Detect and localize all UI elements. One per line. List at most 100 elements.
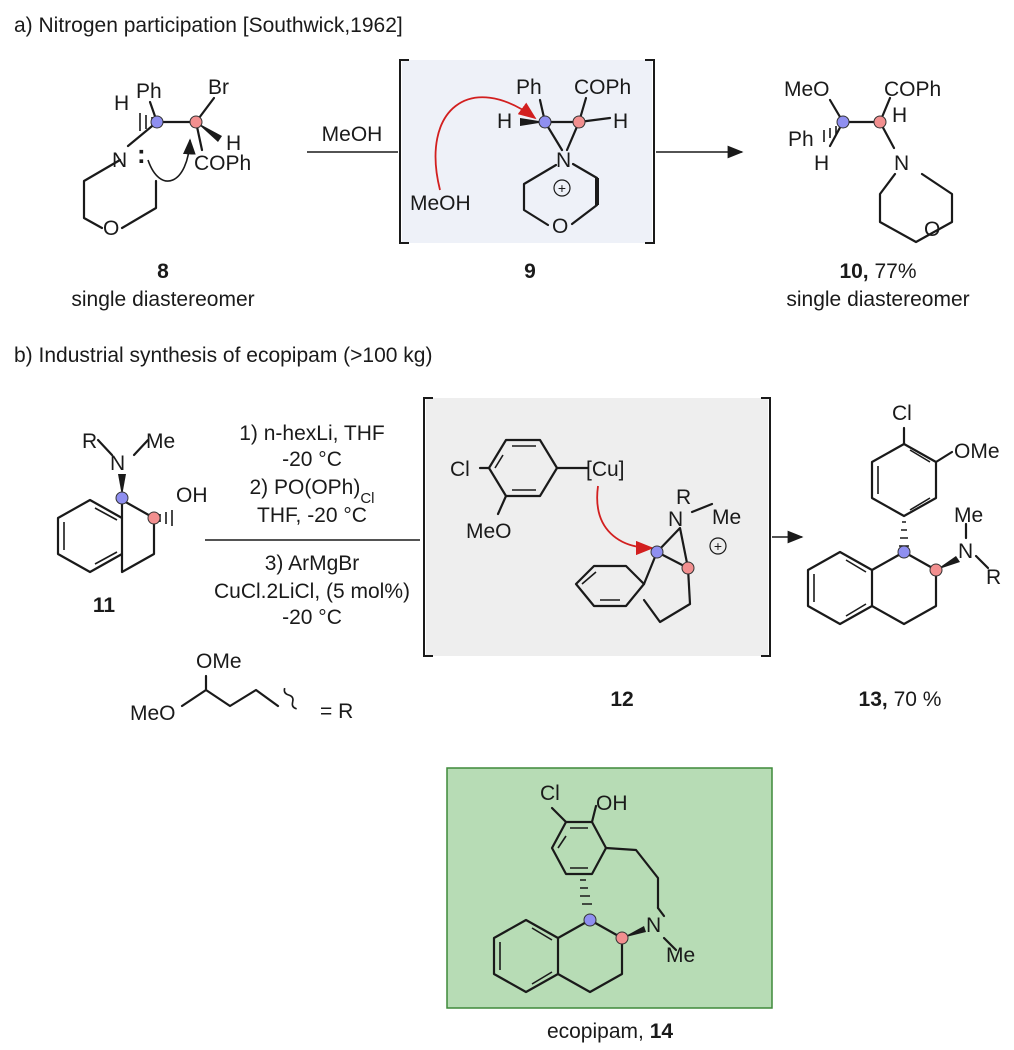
- condition-7: -20 °C: [282, 606, 342, 629]
- bracket-left: [399, 59, 409, 244]
- condition-2: -20 °C: [282, 448, 342, 471]
- compound-9: N Ph H COPh H O + MeOH: [410, 76, 631, 238]
- atom-Cl: Cl: [892, 402, 912, 425]
- atom-H: H: [814, 152, 829, 175]
- atom-O: O: [552, 215, 568, 238]
- atom-N: N: [668, 508, 683, 531]
- condition-3-subscript: Cl: [360, 490, 374, 507]
- compound-14: Cl OH N Me: [492, 782, 695, 994]
- atom-H: H: [114, 92, 129, 115]
- plus-sign: +: [558, 180, 566, 196]
- atom-COPh: COPh: [884, 78, 941, 101]
- nucleophile-meoh: MeOH: [410, 192, 471, 215]
- condition-3: 2) PO(OPh)Cl: [249, 476, 374, 507]
- stereocenter-red: [929, 563, 943, 577]
- compound-8: N O : Ph H Br H COPh: [82, 76, 251, 240]
- compound-9-number: 9: [524, 260, 536, 283]
- atom-Ph: Ph: [516, 76, 542, 99]
- stereocenter-red: [873, 115, 887, 129]
- atom-OH: OH: [176, 484, 208, 507]
- compound-13-number: 13,: [859, 688, 888, 711]
- atom-COPh: COPh: [194, 152, 251, 175]
- ecopipam-name: ecopipam,: [547, 1020, 650, 1043]
- atom-N: N: [112, 149, 127, 172]
- ecopipam-label: ecopipam, 14: [547, 1020, 673, 1043]
- atom-N: N: [958, 540, 973, 563]
- section-b-title: b) Industrial synthesis of ecopipam (>10…: [14, 344, 432, 367]
- atom-Me: Me: [146, 430, 175, 453]
- r-equals: = R: [320, 700, 353, 723]
- section-a-title: a) Nitrogen participation [Southwick,196…: [14, 14, 403, 37]
- compound-11: N R Me OH: [56, 430, 208, 574]
- positive-charge: [553, 179, 571, 197]
- atom-H: H: [613, 110, 628, 133]
- condition-3a: 2) PO(OPh): [249, 476, 360, 499]
- condition-1: 1) n-hexLi, THF: [239, 422, 385, 445]
- compound-10-yield: 77%: [869, 260, 917, 283]
- compound-10-caption: single diastereomer: [786, 288, 969, 311]
- compound-10-label: 10, 77%: [839, 260, 916, 283]
- atom-Cl: Cl: [540, 782, 560, 805]
- bracket-left: [423, 397, 433, 657]
- atom-COPh: COPh: [574, 76, 631, 99]
- atom-MeO: MeO: [130, 702, 176, 725]
- reagent-meoh: MeOH: [322, 123, 383, 146]
- atom-MeO: MeO: [784, 78, 830, 101]
- atom-OH: OH: [596, 792, 628, 815]
- stereocenter-blue: [538, 115, 552, 129]
- atom-Cu: [Cu]: [586, 458, 625, 481]
- atom-Me: Me: [954, 504, 983, 527]
- compound-8-number: 8: [157, 260, 169, 283]
- bracket-right: [761, 397, 771, 657]
- atom-N: N: [646, 914, 661, 937]
- stereocenter-red: [572, 115, 586, 129]
- atom-Me: Me: [712, 506, 741, 529]
- atom-N: N: [556, 149, 571, 172]
- atom-Cl: Cl: [450, 458, 470, 481]
- compound-13: Cl OMe N Me R: [806, 402, 1001, 626]
- stereocenter-red: [147, 511, 161, 525]
- atom-N: N: [110, 452, 125, 475]
- condition-6: CuCl.2LiCl, (5 mol%): [214, 580, 410, 603]
- stereocenter-blue: [836, 115, 850, 129]
- stereocenter-red: [615, 931, 629, 945]
- atom-O: O: [103, 217, 119, 240]
- r-group-definition: OMe MeO = R: [130, 650, 353, 725]
- stereocenter-red: [189, 115, 203, 129]
- compound-12-number: 12: [610, 688, 633, 711]
- compound-12: Cl MeO [Cu] N R Me +: [450, 438, 741, 624]
- reaction-conditions: 1) n-hexLi, THF -20 °C 2) PO(OPh)Cl THF,…: [214, 422, 410, 629]
- atom-N: N: [894, 152, 909, 175]
- atom-Br: Br: [208, 76, 229, 99]
- atom-H: H: [497, 110, 512, 133]
- compound-13-label: 13, 70 %: [859, 688, 942, 711]
- atom-OMe: OMe: [954, 440, 1000, 463]
- ecopipam-box: [446, 767, 773, 1009]
- stereocenter-blue: [115, 491, 129, 505]
- compound-10-number: 10,: [839, 260, 868, 283]
- compound-8-caption: single diastereomer: [71, 288, 254, 311]
- intermediate-12-box: [426, 398, 768, 656]
- compound-11-number: 11: [93, 594, 116, 617]
- atom-MeO: MeO: [466, 520, 512, 543]
- condition-4: THF, -20 °C: [257, 504, 367, 527]
- compound-13-yield: 70 %: [888, 688, 942, 711]
- stereocenter-red: [681, 561, 695, 575]
- stereocenter-blue: [650, 545, 664, 559]
- atom-Ph: Ph: [136, 80, 162, 103]
- atom-Ph: Ph: [788, 128, 814, 151]
- atom-O: O: [924, 218, 940, 241]
- lone-pair: :: [137, 139, 146, 169]
- compound-10: MeO Ph H COPh H N O: [784, 78, 954, 244]
- atom-R: R: [676, 486, 691, 509]
- condition-5: 3) ArMgBr: [265, 552, 360, 575]
- positive-charge: [709, 537, 727, 555]
- atom-OMe: OMe: [196, 650, 242, 673]
- ecopipam-number: 14: [650, 1020, 674, 1043]
- atom-H: H: [892, 104, 907, 127]
- atom-R: R: [986, 566, 1001, 589]
- stereocenter-blue: [150, 115, 164, 129]
- atom-Me: Me: [666, 944, 695, 967]
- stereocenter-blue: [897, 545, 911, 559]
